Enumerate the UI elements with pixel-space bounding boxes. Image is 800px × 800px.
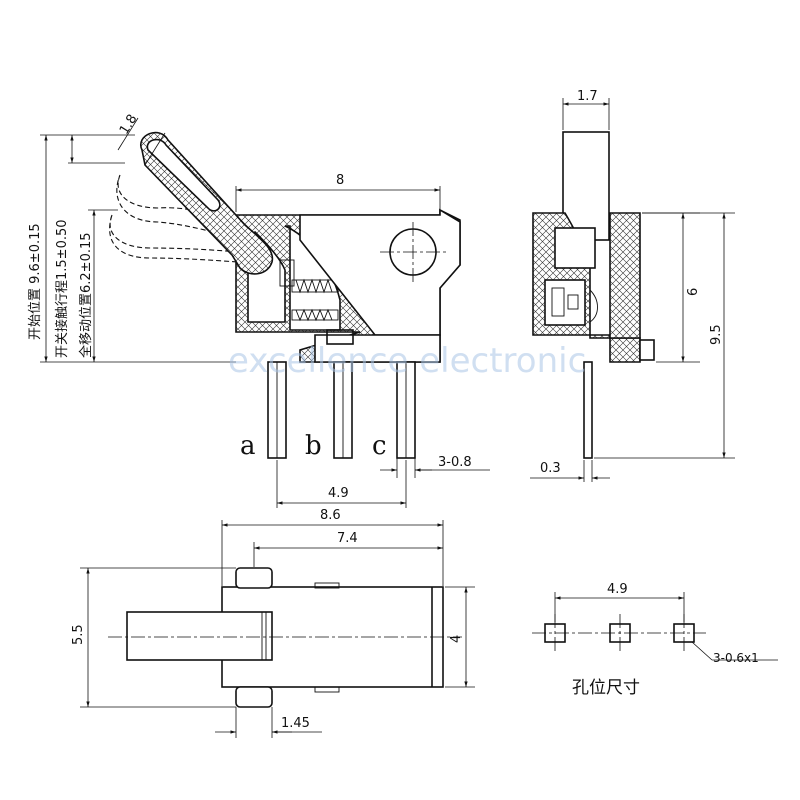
dim-pin-spec-label: 3-0.8: [438, 455, 472, 470]
dim-positions: 开始位置 9.6±0.15 开关接触行程1.5±0.50 全移动位置6.2±0.…: [28, 134, 236, 363]
dim-pin-spec: 3-0.8: [380, 455, 490, 478]
dim-width-label: 8: [336, 173, 344, 188]
side-view: 1.7 6 9.5 0.3: [530, 89, 735, 482]
dim-lever-width-label: 1.7: [577, 89, 598, 104]
dim-pin-thickness-label: 0.3: [540, 461, 561, 476]
dim-overall-height: 5.5: [71, 567, 236, 708]
pos-contact-label: 开关接触行程1.5±0.50: [54, 219, 70, 358]
pos-full-label: 全移动位置6.2±0.15: [78, 232, 94, 358]
base-slot: [326, 329, 354, 345]
pin-label-a: a: [240, 431, 256, 461]
lever-position-contact: [116, 174, 239, 239]
dim-top-body-height-label: 4: [449, 635, 464, 643]
pos-start-label: 开始位置 9.6±0.15: [28, 223, 43, 340]
hole-layout: 4.9 3-0.6x1 孔位尺寸: [532, 582, 778, 698]
dim-overall-height-label: 5.5: [71, 624, 86, 645]
dim-total-height-label: 9.5: [709, 324, 724, 345]
dim-pin-thickness: 0.3: [530, 460, 610, 482]
pin-label-b: b: [305, 431, 322, 461]
top-ear-top: [235, 567, 273, 589]
dim-offset-label: 1.45: [281, 716, 310, 731]
dim-total-height: 9.5: [594, 212, 735, 459]
hole-pitch-label: 4.9: [607, 582, 628, 597]
watermark: excellence electronic: [228, 341, 586, 381]
body-base: [314, 334, 441, 363]
dim-total-width: 8.6: [221, 508, 444, 586]
lever-slot: [146, 138, 221, 212]
lever-position-full: [109, 214, 239, 263]
hole-layout-title: 孔位尺寸: [572, 678, 640, 698]
dim-offset: 1.45: [215, 707, 322, 738]
side-pin: [583, 361, 593, 459]
hole-spec-label: 3-0.6x1: [713, 651, 759, 665]
dim-body-length: 7.4: [253, 531, 443, 567]
side-contact: [544, 279, 586, 326]
dim-top-body-height: 4: [445, 586, 475, 688]
side-cavity: [554, 227, 596, 269]
dim-body-height-label: 6: [686, 288, 701, 296]
dim-handle-label: 1.8: [117, 112, 141, 137]
dim-body-length-label: 7.4: [337, 531, 358, 546]
front-view: a b c 8 1.8 4.9 3-0.8: [28, 112, 490, 508]
dim-pitch-label: 4.9: [328, 486, 349, 501]
pin-label-c: c: [372, 431, 387, 461]
top-lever: [126, 611, 273, 661]
dim-pitch-4-9: 4.9: [276, 460, 407, 508]
top-view: 8.6 7.4 5.5 4 1.45: [71, 508, 475, 738]
spring: [279, 259, 339, 322]
body-top-plate: [299, 208, 461, 336]
dim-lever-width: 1.7: [562, 89, 610, 130]
dim-total-width-label: 8.6: [320, 508, 341, 523]
dim-width-8: 8: [235, 173, 441, 212]
top-ear-bottom: [235, 686, 273, 708]
side-tab: [639, 339, 655, 361]
side-body-right: [609, 212, 641, 339]
